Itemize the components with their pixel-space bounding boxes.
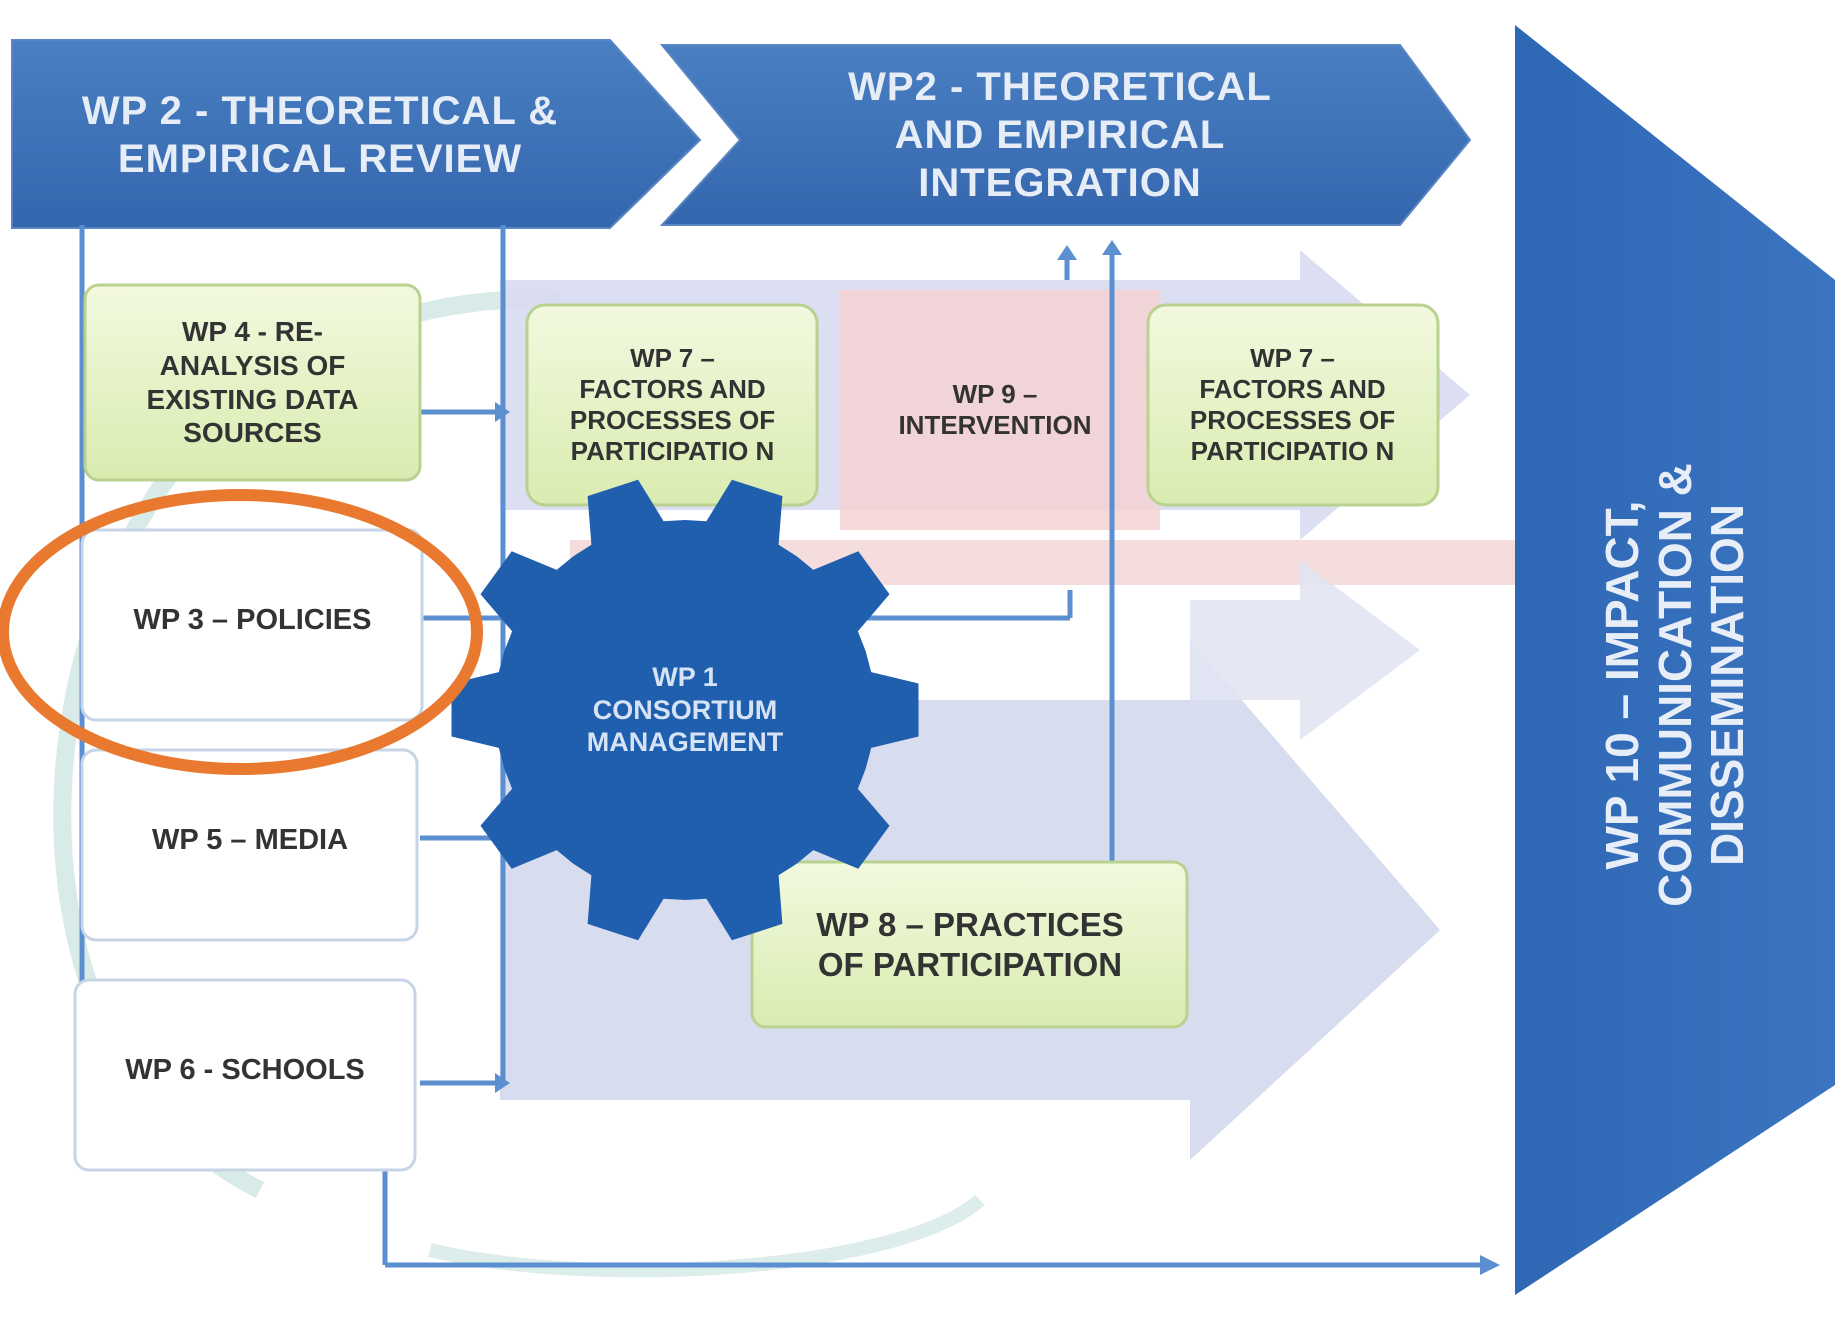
wp7-right-label: WP 7 – FACTORS AND PROCESSES OF PARTICIP…: [1189, 342, 1396, 467]
wp2-integration-chevron: [659, 44, 1472, 226]
wp3-label: WP 3 – POLICIES: [133, 603, 372, 636]
wp7-right-box: [1146, 303, 1440, 507]
middle-band-arrow: [1190, 560, 1420, 740]
wp4-label: WP 4 - RE- ANALYSIS OF EXISTING DATA SOU…: [146, 316, 359, 449]
pink-band: [840, 290, 1160, 530]
highlight-circle: [0, 489, 483, 775]
wp7-left-box: [525, 303, 819, 507]
wp1-gear-label: WP 1 CONSORTIUM MANAGEMENT: [586, 662, 784, 758]
wp3-box: [80, 528, 424, 722]
wp5-label: WP 5 – MEDIA: [151, 823, 349, 856]
wp8-box: [750, 860, 1189, 1029]
wp10-label: WP 10 – IMPACT, COMMUNICATION & DISSEMIN…: [1595, 463, 1754, 907]
arrow-heads: [495, 240, 1500, 1275]
wp5-box: [80, 748, 419, 942]
wp6-box: [73, 978, 417, 1172]
wp9-label: WP 9 – INTERVENTION: [898, 378, 1092, 440]
wp10-arrow: [1515, 25, 1835, 1295]
gear-icon: [451, 479, 919, 941]
wp7-left-label: WP 7 – FACTORS AND PROCESSES OF PARTICIP…: [569, 342, 776, 467]
wp6-label: WP 6 - SCHOOLS: [125, 1053, 365, 1086]
wp2-integration-label: WP2 - THEORETICAL AND EMPIRICAL INTEGRAT…: [848, 65, 1272, 205]
wp8-label: WP 8 – PRACTICES OF PARTICIPATION: [816, 906, 1124, 983]
wp4-box: [83, 283, 422, 482]
wp2-review-label: WP 2 - THEORETICAL & EMPIRICAL REVIEW: [81, 89, 559, 181]
wp2-review-chevron: [11, 39, 702, 229]
gear-body: [451, 479, 919, 941]
